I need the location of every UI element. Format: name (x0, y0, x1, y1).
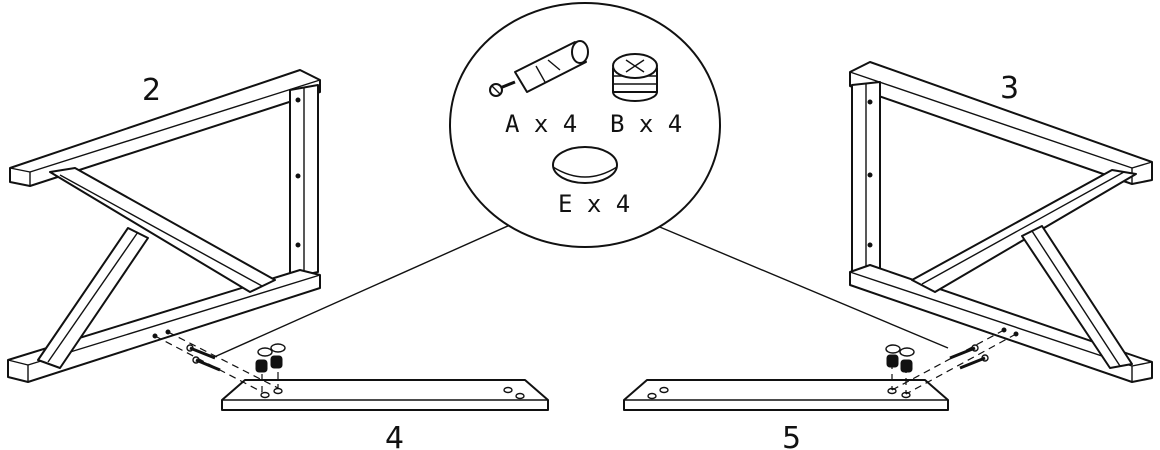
hardware-label-a: A x 4 (505, 110, 577, 138)
left-frame-part-2 (7, 69, 321, 383)
cam-lock-nut-icon (612, 53, 658, 102)
right-hardware-assembly (885, 329, 1017, 395)
left-hardware-assembly (154, 331, 286, 393)
part-label-5: 5 (782, 421, 801, 450)
part-label-4: 4 (385, 421, 404, 450)
hardware-label-e: E x 4 (558, 190, 630, 218)
part-label-3: 3 (1000, 71, 1019, 106)
cover-cap-icon (885, 344, 915, 357)
cam-bolt-icon (949, 344, 989, 370)
part-label-2: 2 (142, 73, 161, 108)
hardware-callout: A x 4 B x 4 E x 4 (449, 2, 721, 248)
cam-lock-nut-icon (886, 354, 913, 373)
right-foot-part-5 (623, 379, 949, 411)
cam-bolt-icon (489, 40, 589, 97)
left-foot-part-4 (221, 379, 549, 411)
cover-cap-icon (257, 343, 286, 357)
callout-line-left (211, 224, 511, 359)
callout-line-right (654, 224, 949, 349)
hardware-label-b: B x 4 (610, 110, 682, 138)
cam-lock-nut-icon (255, 355, 283, 373)
cam-bolt-icon (186, 344, 221, 372)
right-frame-part-3 (849, 61, 1153, 383)
cover-cap-icon (552, 146, 618, 184)
